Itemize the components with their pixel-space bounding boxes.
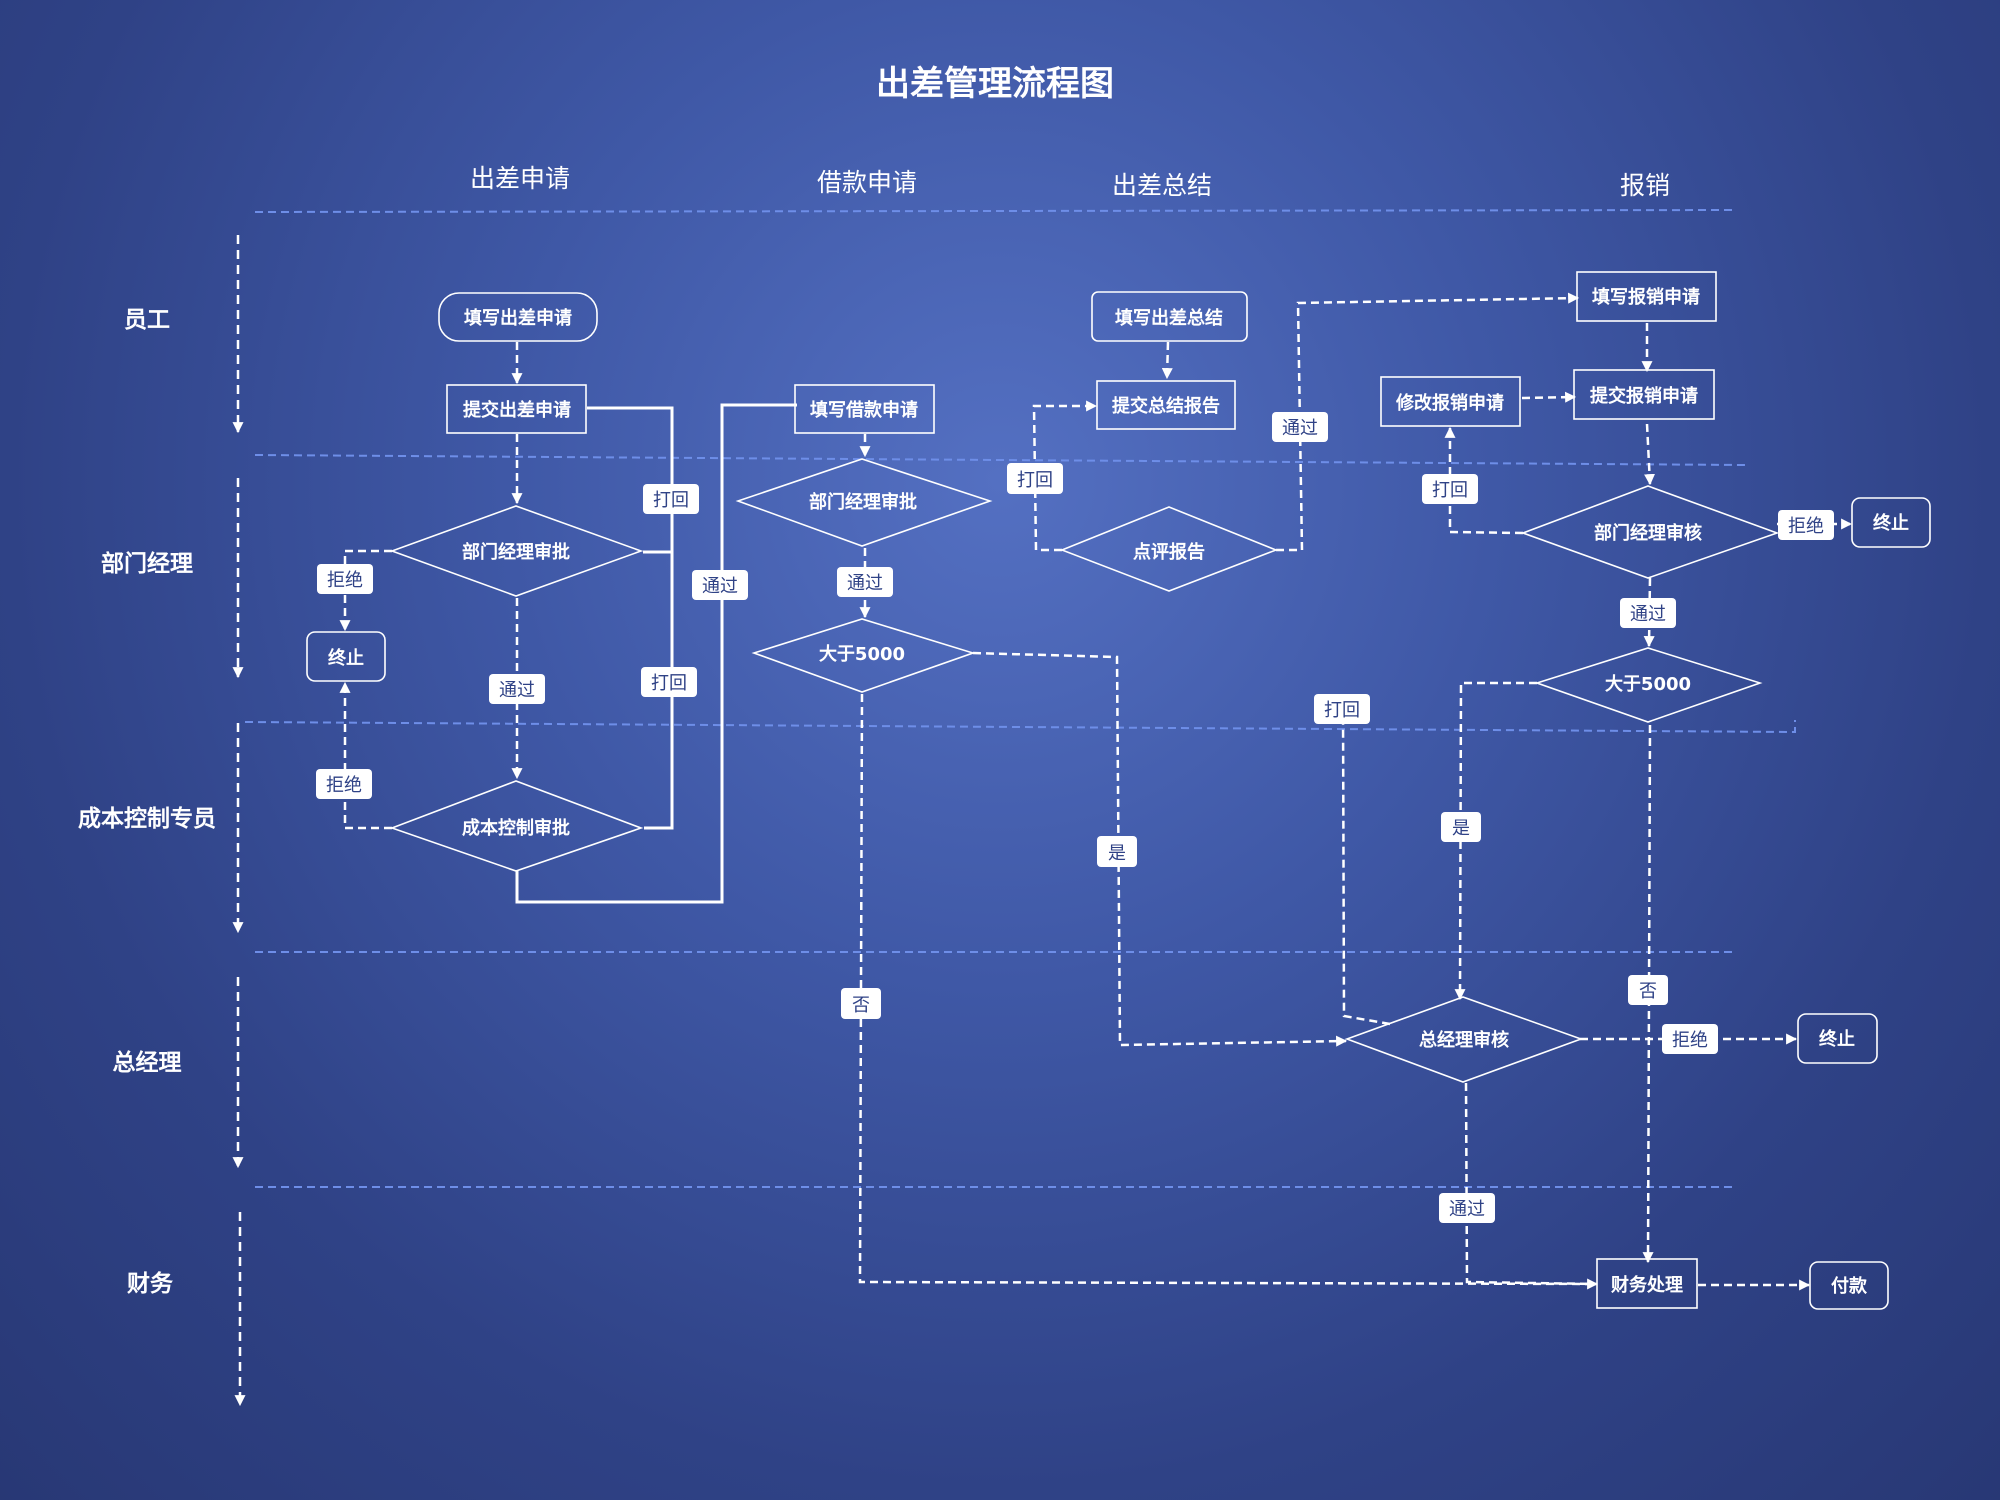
row-label-cost-control: 成本控制专员: [78, 805, 216, 832]
badge-label: 通过: [1630, 604, 1666, 625]
node-label: 填写借款申请: [810, 399, 918, 421]
column-header-reimbursement: 报销: [1620, 171, 1670, 200]
node-gt5000-1: 大于5000: [751, 618, 976, 693]
badge-pass: 通过: [489, 674, 545, 704]
row-arrows: [232, 235, 246, 1407]
badge-label: 通过: [847, 573, 883, 594]
badge-label: 是: [1108, 843, 1126, 864]
node-dept-approve-2: 部门经理审批: [735, 458, 993, 547]
badge-return: 打回: [1314, 694, 1370, 724]
node-label: 提交报销申请: [1590, 385, 1698, 407]
badge-no: 否: [841, 988, 881, 1019]
node-label: 财务处理: [1611, 1274, 1683, 1296]
badge-label: 拒绝: [1672, 1030, 1708, 1051]
node-label: 付款: [1831, 1275, 1868, 1297]
node-label: 部门经理审批: [809, 491, 917, 513]
node-fill-reimb: 填写报销申请: [1576, 271, 1717, 322]
badge-label: 通过: [702, 576, 738, 597]
badge-label: 否: [1639, 981, 1657, 1002]
badge-label: 打回: [1324, 700, 1360, 721]
row-label-dept-manager: 部门经理: [101, 550, 193, 577]
badge-pass: 通过: [1620, 598, 1676, 628]
diagram-title: 出差管理流程图: [876, 64, 1114, 104]
badge-label: 是: [1452, 818, 1470, 839]
badge-label: 拒绝: [326, 775, 362, 796]
badge-label: 打回: [653, 490, 689, 511]
badge-label: 通过: [1282, 418, 1318, 439]
lane-dividers: [244, 209, 1796, 1188]
badge-label: 拒绝: [327, 570, 363, 591]
node-finance-process: 财务处理: [1596, 1258, 1698, 1309]
node-fill-loan-app: 填写借款申请: [794, 384, 935, 434]
badge-label: 打回: [1432, 480, 1468, 501]
badge-no: 否: [1628, 975, 1668, 1005]
column-header-summary: 出差总结: [1112, 171, 1212, 200]
badge-reject: 拒绝: [317, 564, 373, 594]
node-label: 终止: [1819, 1028, 1855, 1050]
row-label-general-manager: 总经理: [113, 1049, 182, 1076]
node-terminate-2: 终止: [1851, 497, 1931, 548]
node-gm-review: 总经理审核: [1344, 996, 1584, 1083]
node-label: 提交总结报告: [1112, 395, 1220, 417]
badge-pass: 通过: [692, 570, 748, 600]
node-label: 大于5000: [1605, 673, 1691, 695]
node-label: 修改报销申请: [1395, 392, 1504, 414]
node-label: 填写出差申请: [464, 307, 572, 329]
node-submit-reimb: 提交报销申请: [1573, 369, 1715, 420]
badge-return: 打回: [1422, 474, 1478, 504]
node-modify-reimb: 修改报销申请: [1380, 376, 1521, 427]
badge-label: 通过: [1449, 1199, 1485, 1220]
badge-return: 打回: [641, 667, 697, 697]
node-label: 点评报告: [1133, 541, 1205, 563]
node-label: 部门经理审核: [1594, 522, 1702, 544]
node-gt5000-2: 大于5000: [1534, 647, 1763, 723]
node-label: 部门经理审批: [462, 541, 570, 563]
node-label: 大于5000: [819, 643, 905, 665]
badge-return: 打回: [1007, 463, 1063, 494]
badge-reject: 拒绝: [316, 769, 372, 799]
node-label: 填写出差总结: [1115, 307, 1223, 329]
node-label: 终止: [1873, 512, 1909, 534]
column-header-loan: 借款申请: [817, 168, 917, 197]
node-fill-summary: 填写出差总结: [1091, 291, 1248, 342]
column-header-trip: 出差申请: [470, 164, 570, 193]
node-terminate-3: 终止: [1797, 1013, 1878, 1064]
badge-label: 否: [852, 995, 870, 1016]
node-label: 总经理审核: [1419, 1029, 1509, 1051]
badge-yes: 是: [1441, 812, 1481, 842]
badge-label: 拒绝: [1788, 516, 1824, 537]
node-dept-approve-1: 部门经理审批: [389, 505, 644, 597]
row-label-employee: 员工: [124, 307, 170, 333]
badge-yes: 是: [1097, 836, 1137, 867]
node-label: 终止: [328, 647, 364, 669]
badge-pass: 通过: [1439, 1193, 1495, 1223]
badge-reject: 拒绝: [1662, 1024, 1718, 1054]
node-review-report: 点评报告: [1059, 506, 1279, 592]
node-submit-trip-app: 提交出差申请: [446, 384, 587, 434]
badge-pass: 通过: [837, 567, 893, 597]
node-label: 提交出差申请: [463, 399, 571, 421]
badge-pass: 通过: [1272, 412, 1328, 442]
node-fill-trip-app: 填写出差申请: [438, 292, 598, 342]
dashed-connectors: [339, 292, 1853, 1291]
node-payment: 付款: [1809, 1261, 1889, 1310]
badge-label: 打回: [651, 673, 687, 694]
badge-label: 打回: [1017, 470, 1053, 491]
solid-connectors: [515, 403, 797, 904]
badge-return: 打回: [643, 484, 699, 514]
row-label-finance: 财务: [127, 1271, 174, 1297]
badge-reject: 拒绝: [1778, 510, 1834, 540]
node-dept-review: 部门经理审核: [1520, 485, 1780, 579]
node-label: 填写报销申请: [1592, 286, 1700, 308]
node-terminate-1: 终止: [306, 631, 386, 682]
badge-label: 通过: [499, 680, 535, 701]
node-label: 成本控制审批: [462, 817, 570, 839]
node-submit-summary: 提交总结报告: [1096, 380, 1236, 430]
node-cost-approve: 成本控制审批: [389, 780, 644, 872]
